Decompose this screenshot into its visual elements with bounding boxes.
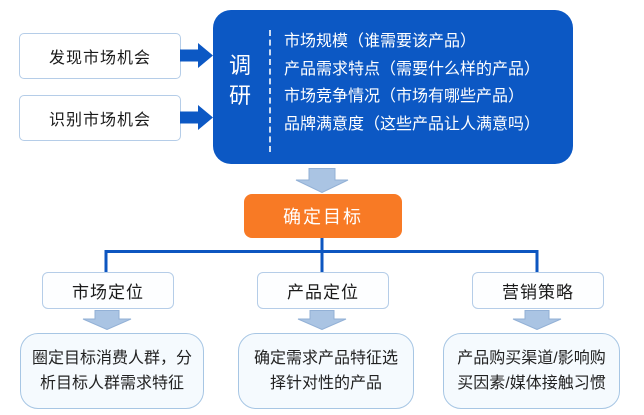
branch-detail-marketing-strategy: 产品购买渠道/影响购买因素/媒体接触习惯 (443, 333, 620, 409)
branch-detail-text: 圈定目标消费人群，分析目标人群需求特征 (31, 350, 192, 392)
branch-detail-market-positioning: 圈定目标消费人群，分析目标人群需求特征 (20, 333, 204, 409)
branch-label-marketing-strategy: 营销策略 (472, 272, 604, 309)
down-arrow-icon (295, 168, 349, 193)
goal-box: 确定目标 (244, 194, 402, 238)
branch-detail-product-positioning: 确定需求产品特征选择针对性的产品 (238, 333, 414, 409)
branch-label-product-positioning: 产品定位 (257, 272, 389, 309)
branch-label-text: 市场定位 (72, 283, 144, 302)
research-panel: 调 研 市场规模（谁需要该产品） 产品需求特点（需要什么样的产品） 市场竞争情况… (213, 10, 573, 164)
branch-detail-text: 确定需求产品特征选择针对性的产品 (253, 350, 398, 392)
branch-label-text: 营销策略 (502, 283, 574, 302)
arrow-right-icon (180, 105, 213, 130)
research-item: 产品需求特点（需要什么样的产品） (284, 60, 541, 78)
input-box-identify-opportunity: 识别市场机会 (19, 95, 181, 141)
research-item: 市场竞争情况（市场有哪些产品） (284, 88, 525, 105)
input-box-discover-opportunity: 发现市场机会 (19, 33, 181, 79)
research-item: 品牌满意度（这些产品让人满意吗） (284, 115, 541, 133)
branch-label-text: 产品定位 (287, 283, 359, 302)
research-title-char: 研 (228, 83, 251, 108)
dashed-divider (269, 30, 271, 152)
research-item-list: 市场规模（谁需要该产品） 产品需求特点（需要什么样的产品） 市场竞争情况（市场有… (284, 28, 565, 138)
research-title-char: 调 (228, 53, 251, 78)
input-box-label: 发现市场机会 (48, 50, 151, 67)
branch-label-market-positioning: 市场定位 (42, 272, 174, 309)
branch-detail-text: 产品购买渠道/影响购买因素/媒体接触习惯 (457, 350, 606, 392)
down-arrow-icon (82, 310, 132, 330)
research-title: 调 研 (225, 51, 255, 111)
research-item: 市场规模（谁需要该产品） (284, 33, 477, 50)
down-arrow-icon (512, 310, 562, 330)
arrow-right-icon (180, 43, 213, 68)
input-box-label: 识别市场机会 (48, 112, 151, 129)
goal-label: 确定目标 (283, 207, 363, 227)
down-arrow-icon (297, 310, 347, 330)
